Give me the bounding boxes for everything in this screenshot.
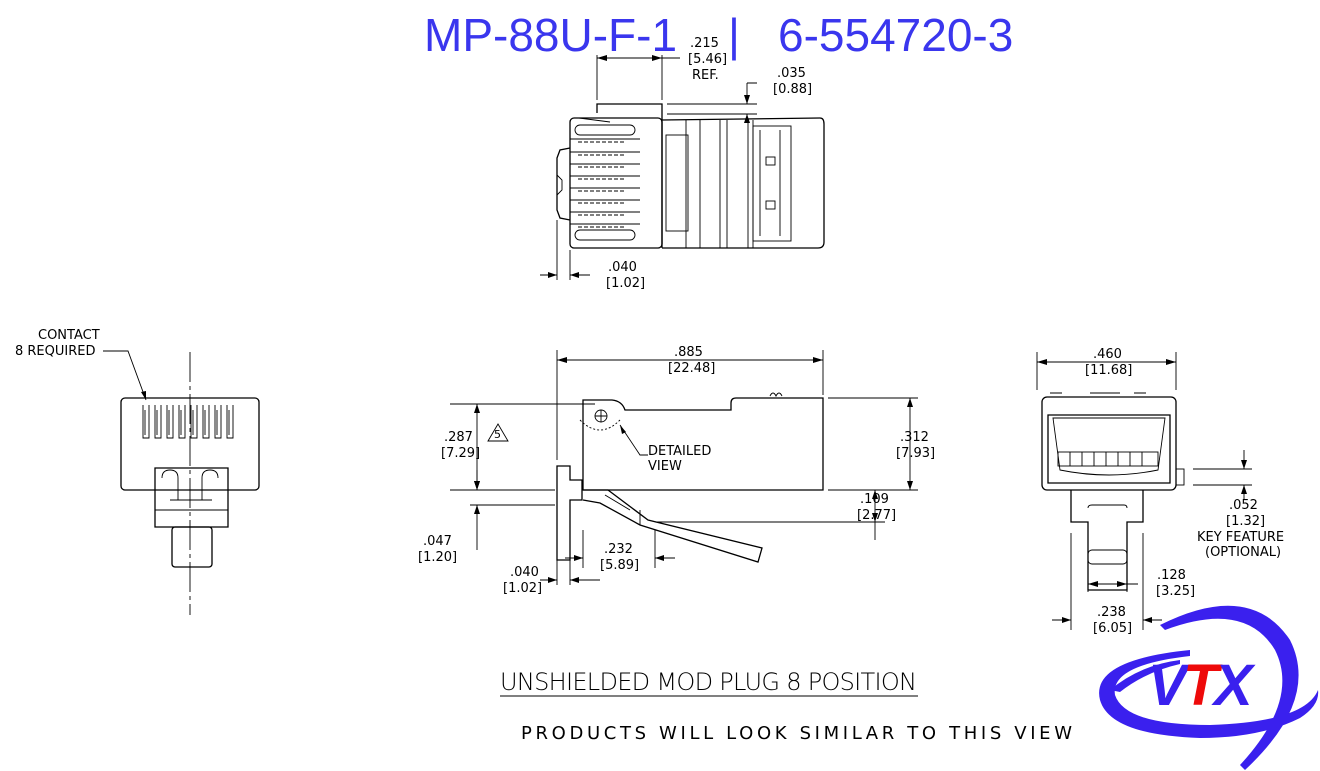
logo-letter-x: X — [1211, 653, 1256, 718]
dim-key-in: .052 — [1229, 498, 1258, 513]
dim-latch-w-in: .128 — [1157, 568, 1186, 583]
logo-letter-t: T — [1183, 653, 1223, 718]
dim-height-left-in: .287 — [444, 430, 473, 445]
dim-step-mm: [0.88] — [773, 82, 812, 97]
dim-key-mm: [1.32] — [1226, 514, 1265, 529]
top-view: .215 [5.46] REF. .035 [0.88] .040 [1.02] — [540, 36, 825, 291]
contact-callout-line1: CONTACT — [38, 328, 100, 343]
note-flag-number: 5 — [494, 428, 501, 441]
dim-latch-mm: [2.77] — [857, 508, 896, 523]
dim-wall-mm: [1.02] — [503, 581, 542, 596]
dim-bottom-mm: [1.20] — [418, 550, 457, 565]
front-view: CONTACT 8 REQUIRED — [15, 328, 260, 615]
side-view: .885 [22.48] .287 [7.29] 5 .312 [7.93] D… — [418, 345, 935, 596]
dim-end-width-in: .460 — [1093, 347, 1122, 362]
key-note-line2: (OPTIONAL) — [1205, 545, 1281, 560]
end-view: .460 [11.68] .052 [1.32] KEY FEATURE (OP… — [1036, 347, 1284, 636]
dim-latch-w-mm: [3.25] — [1156, 584, 1195, 599]
key-note-line1: KEY FEATURE — [1197, 530, 1284, 545]
detail-label-line2: VIEW — [648, 459, 682, 474]
part-number-right: 6-554720-3 — [778, 9, 1013, 61]
dim-height-right-in: .312 — [900, 430, 929, 445]
dim-height-left-mm: [7.29] — [441, 446, 480, 461]
dim-width-note: REF. — [692, 68, 719, 83]
logo-letter-v: V — [1148, 653, 1191, 718]
dim-latch-len-in: .232 — [604, 542, 633, 557]
drawing-caption: UNSHIELDED MOD PLUG 8 POSITION — [500, 668, 918, 696]
contact-lines — [570, 138, 640, 228]
contact-callout-line2: 8 REQUIRED — [15, 344, 96, 359]
dim-width-in: .215 — [690, 36, 719, 51]
dim-offset-in: .040 — [608, 260, 637, 275]
detail-label-line1: DETAILED — [648, 444, 711, 459]
dim-latch-len-mm: [5.89] — [600, 558, 639, 573]
title: MP-88U-F-1 | 6-554720-3 — [424, 9, 1013, 61]
dim-end-width-mm: [11.68] — [1085, 363, 1132, 378]
contact-slots — [142, 405, 234, 439]
dim-step-in: .035 — [777, 66, 806, 81]
dim-wall-in: .040 — [510, 565, 539, 580]
dim-length-in: .885 — [674, 345, 703, 360]
title-separator: | — [728, 9, 740, 61]
dim-latch-outer-mm: [6.05] — [1093, 621, 1132, 636]
dim-height-right-mm: [7.93] — [896, 446, 935, 461]
part-number-left: MP-88U-F-1 — [424, 9, 677, 61]
dim-offset-mm: [1.02] — [606, 276, 645, 291]
dim-latch-outer-in: .238 — [1097, 605, 1126, 620]
vtx-logo: V T X — [1099, 605, 1319, 770]
dim-width-mm: [5.46] — [688, 52, 727, 67]
dim-bottom-in: .047 — [423, 534, 452, 549]
dim-latch-in: .109 — [860, 492, 889, 507]
dim-length-mm: [22.48] — [668, 361, 715, 376]
drawing-subcaption: PRODUCTS WILL LOOK SIMILAR TO THIS VIEW — [521, 723, 1075, 744]
